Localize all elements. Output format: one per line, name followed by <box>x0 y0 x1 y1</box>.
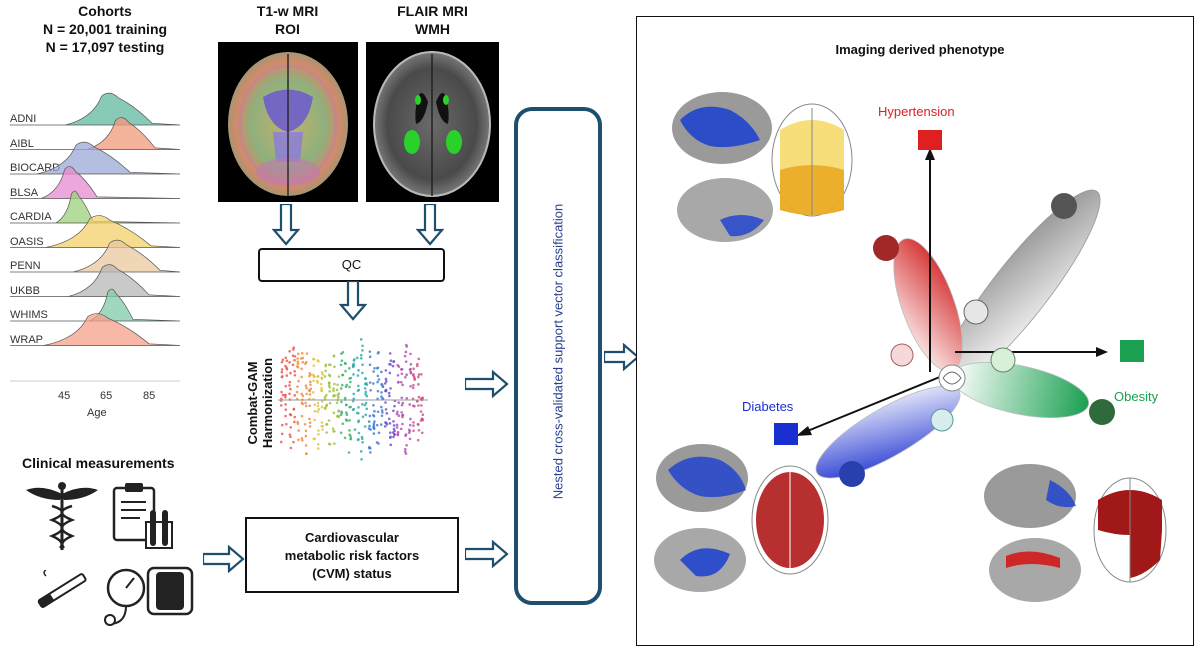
cvm-line1: Cardiovascular <box>305 530 399 545</box>
ridge-cardia <box>10 190 181 224</box>
harmonization-label-line1: Combat-GAM <box>245 361 260 445</box>
clinical-title: Clinical measurements <box>22 455 175 471</box>
obesity-square <box>1120 340 1144 362</box>
down-arrow-flair <box>416 204 444 246</box>
hypertension-square <box>918 130 942 150</box>
cohort-label-ukbb: UKBB <box>10 284 40 297</box>
cohort-label-blsa: BLSA <box>10 186 39 199</box>
cohort-label-adni: ADNI <box>10 113 37 125</box>
down-arrow-qc <box>339 281 367 321</box>
cohort-label-penn: PENN <box>10 260 41 272</box>
phenotype-diagram <box>654 92 1167 602</box>
ridge-wrap <box>10 313 181 346</box>
right-arrow-clinical <box>203 545 245 573</box>
cohort-ridgeline-plot <box>10 92 181 382</box>
ridge-biocard <box>10 141 181 175</box>
cohort-label-aibl: AIBL <box>10 137 34 150</box>
ridge-oasis <box>10 215 181 248</box>
qc-box: QC <box>258 248 445 282</box>
flair-title-line1: FLAIR MRI <box>397 3 468 19</box>
cohort-label-oasis: OASIS <box>10 235 44 248</box>
obesity-label: Obesity <box>1114 389 1159 404</box>
right-arrow-cvm <box>465 540 509 568</box>
classifier-box: Nested cross-validated support vector cl… <box>514 107 602 605</box>
harmonization-label: Combat-GAM Harmonization <box>245 328 275 478</box>
age-tick-65: 65 <box>100 390 113 402</box>
age-axis-label: Age <box>87 407 107 419</box>
ridge-ukbb <box>10 264 181 297</box>
caduceus-icon <box>26 482 98 550</box>
cohort-label-whims: WHIMS <box>10 309 48 321</box>
t1-roi-image <box>218 42 358 202</box>
diabetes-label: Diabetes <box>742 399 794 414</box>
cigarette-icon <box>37 570 87 608</box>
cvm-line2: metabolic risk factors <box>284 548 420 563</box>
ridge-aibl <box>10 117 181 150</box>
cvm-status-box: Cardiovascular metabolic risk factors (C… <box>245 517 459 593</box>
t1-title-line1: T1-w MRI <box>256 3 319 19</box>
cvm-line3: (CVM) status <box>312 566 392 581</box>
diabetes-square <box>774 423 798 445</box>
ridge-penn <box>10 239 181 273</box>
classifier-label: Nested cross-validated support vector cl… <box>550 203 566 500</box>
ridge-adni <box>10 92 181 126</box>
ridge-blsa <box>10 166 181 199</box>
diabetes-ellipse <box>815 385 961 479</box>
cohorts-title: Cohorts <box>78 3 132 19</box>
down-arrow-t1 <box>272 204 300 246</box>
t1-title-line2: ROI <box>275 21 300 37</box>
right-arrow-harmonization <box>465 370 509 398</box>
age-tick-85: 85 <box>143 390 156 402</box>
flair-title-line2: WMH <box>415 21 450 37</box>
phenotype-title: Imaging derived phenotype <box>835 42 1005 57</box>
cohorts-n-training: N = 20,001 training <box>42 21 168 37</box>
ridge-whims <box>10 288 181 322</box>
cohort-label-wrap: WRAP <box>10 333 43 346</box>
blood-pressure-monitor-icon <box>104 566 194 626</box>
clipboard-test-tubes-icon <box>112 483 173 549</box>
cohort-label-cardia: CARDIA <box>10 211 52 223</box>
hypertension-label: Hypertension <box>878 104 955 119</box>
flair-wmh-image <box>366 42 499 202</box>
harmonization-dot-plot <box>278 338 428 461</box>
age-tick-45: 45 <box>58 390 71 402</box>
right-arrow-classifier <box>604 343 640 371</box>
qc-label: QC <box>341 257 362 272</box>
cohorts-n-testing: N = 17,097 testing <box>45 39 165 55</box>
harmonization-label-line2: Harmonization <box>260 357 275 449</box>
